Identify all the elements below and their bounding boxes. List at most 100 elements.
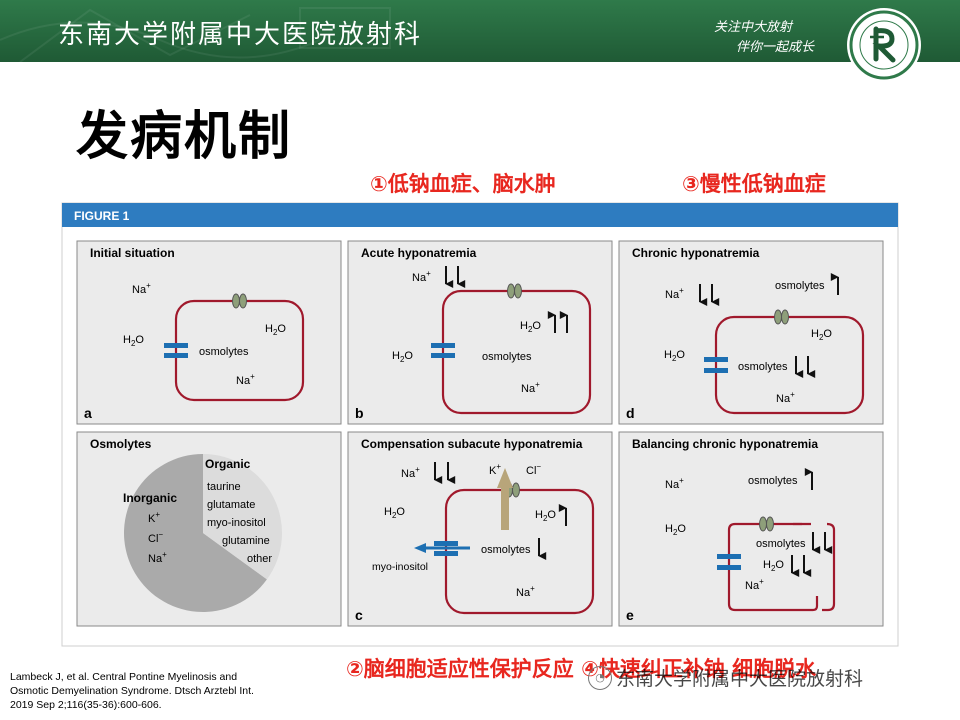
panel-b-letter: b <box>355 405 364 421</box>
pie-organic-label: Organic <box>205 457 251 471</box>
panel-a-letter: a <box>84 405 92 421</box>
panel-e <box>618 431 884 627</box>
svg-text:Na+: Na+ <box>148 550 167 565</box>
pie-slice-inorganic <box>124 454 267 613</box>
wechat-icon: ◔ <box>588 665 612 690</box>
pie-organic-item: glutamate <box>207 499 255 511</box>
pie-organic-item: glutamine <box>222 535 270 547</box>
aquaporin-b <box>431 343 455 348</box>
panel-a <box>76 240 342 425</box>
na-inside-a: Na <box>236 375 251 387</box>
svg-text:K+: K+ <box>489 462 501 477</box>
svg-text:K+: K+ <box>148 510 160 525</box>
pie-organic-item: myo-inositol <box>207 517 266 529</box>
channel-b-top <box>507 283 515 299</box>
h2o-outside-c: H2O <box>384 506 405 520</box>
panel-a-title: Initial situation <box>90 246 175 260</box>
aquaporin-d <box>704 357 728 362</box>
k-outside-c: K <box>489 465 497 477</box>
panel-b <box>347 240 613 425</box>
na-inside-c: Na <box>516 587 531 599</box>
na-outside-c: Na <box>401 468 416 480</box>
panel-d <box>618 240 884 425</box>
reference-line: Osmotic Demyelination Syndrome. Dtsch Ar… <box>10 685 254 697</box>
panel-d-letter: d <box>626 405 635 421</box>
osmolytes-d: osmolytes <box>738 361 788 373</box>
annotation-acute: ①低钠血症、脑水肿 <box>370 172 556 196</box>
na-outside-d: Na <box>665 289 680 301</box>
osmolytes-b: osmolytes <box>482 351 532 363</box>
h2o-outside-d: H2O <box>664 349 685 363</box>
svg-text:Na+: Na+ <box>776 390 795 405</box>
cell-e <box>727 522 836 612</box>
reference-line: 2019 Sep 2;116(35-36):600-606. <box>10 699 162 711</box>
na-inside-b: Na <box>521 383 536 395</box>
osmolytes-a: osmolytes <box>199 346 249 358</box>
svg-text:Na+: Na+ <box>665 476 684 491</box>
h2o-inside-b: H2O <box>520 320 541 334</box>
svg-text:Cl−: Cl− <box>148 530 163 545</box>
svg-text:Cl−: Cl− <box>526 462 541 477</box>
osmolytes-panel-title: Osmolytes <box>90 437 152 451</box>
na-inside-d: Na <box>776 393 791 405</box>
svg-text:Na+: Na+ <box>665 286 684 301</box>
header-bar: 东南大学附属中大医院放射科 关注中大放射 伴你一起成长 <box>0 0 960 82</box>
slogan-line-1: 关注中大放射 <box>714 20 793 35</box>
panel-d-title: Chronic hyponatremia <box>632 246 760 260</box>
page-title: 发病机制 <box>76 107 293 167</box>
channel-e-top <box>759 516 767 532</box>
panel-c-title: Compensation subacute hyponatremia <box>361 437 583 451</box>
na-outside-b: Na <box>412 272 427 284</box>
h2o-outside-a: H2O <box>123 334 144 348</box>
h2o-inside-d: H2O <box>811 328 832 342</box>
channel-d-top <box>774 309 782 325</box>
aquaporin-c <box>434 541 458 546</box>
svg-text:Na+: Na+ <box>132 281 151 296</box>
slogan-line-2: 伴你一起成长 <box>736 40 815 55</box>
osmolytes-outside-d: osmolytes <box>775 280 825 292</box>
watermark-text: 东南大学附属中大医院放射科 <box>616 668 864 690</box>
efflux-arrow-k-cl <box>497 468 513 530</box>
header-title: 东南大学附属中大医院放射科 <box>58 20 423 50</box>
figure-label: FIGURE 1 <box>74 209 130 223</box>
cell-d <box>714 315 865 415</box>
pie-inorganic-item: Na <box>148 553 163 565</box>
aquaporin-e <box>717 554 741 559</box>
svg-text:Na+: Na+ <box>745 577 764 592</box>
h2o-outside-e: H2O <box>665 523 686 537</box>
svg-text:Na+: Na+ <box>521 380 540 395</box>
h2o-inside-c: H2O <box>535 509 556 523</box>
pie-inorganic-item: K <box>148 513 156 525</box>
reference-line: Lambeck J, et al. Central Pontine Myelin… <box>10 671 238 683</box>
panel-e-letter: e <box>626 607 634 623</box>
svg-text:Na+: Na+ <box>401 465 420 480</box>
panel-c-letter: c <box>355 607 363 623</box>
pie-inorganic-item: Cl <box>148 533 158 545</box>
svg-text:Na+: Na+ <box>516 584 535 599</box>
h2o-inside-e: H2O <box>763 559 784 573</box>
figure-label-bar <box>62 203 898 227</box>
channel-a-top <box>232 293 240 309</box>
na-inside-e: Na <box>745 580 760 592</box>
myo-inositol-label: myo-inositol <box>372 561 428 573</box>
h2o-inside-a: H2O <box>265 323 286 337</box>
osmolytes-c: osmolytes <box>481 544 531 556</box>
annotation-compensation-correction: ②脑细胞适应性保护反应 ④快速纠正补钠 细胞脱水 <box>346 657 817 681</box>
svg-text:Na+: Na+ <box>236 372 255 387</box>
cl-outside-c: Cl <box>526 465 536 477</box>
pie-inorganic-label: Inorganic <box>123 491 177 505</box>
h2o-outside-b: H2O <box>392 350 413 364</box>
osmolytes-e: osmolytes <box>756 538 806 550</box>
na-outside-a: Na <box>132 284 147 296</box>
annotation-chronic: ③慢性低钠血症 <box>682 172 826 196</box>
osmolytes-outside-e: osmolytes <box>748 475 798 487</box>
panel-b-title: Acute hyponatremia <box>361 246 477 260</box>
svg-text:Na+: Na+ <box>412 269 431 284</box>
hospital-seal-logo <box>847 8 921 82</box>
na-outside-e: Na <box>665 479 680 491</box>
panel-c <box>347 431 613 627</box>
aquaporin-a <box>164 343 188 348</box>
pie-slice-organic <box>203 454 282 580</box>
panel-e-title: Balancing chronic hyponatremia <box>632 437 818 451</box>
